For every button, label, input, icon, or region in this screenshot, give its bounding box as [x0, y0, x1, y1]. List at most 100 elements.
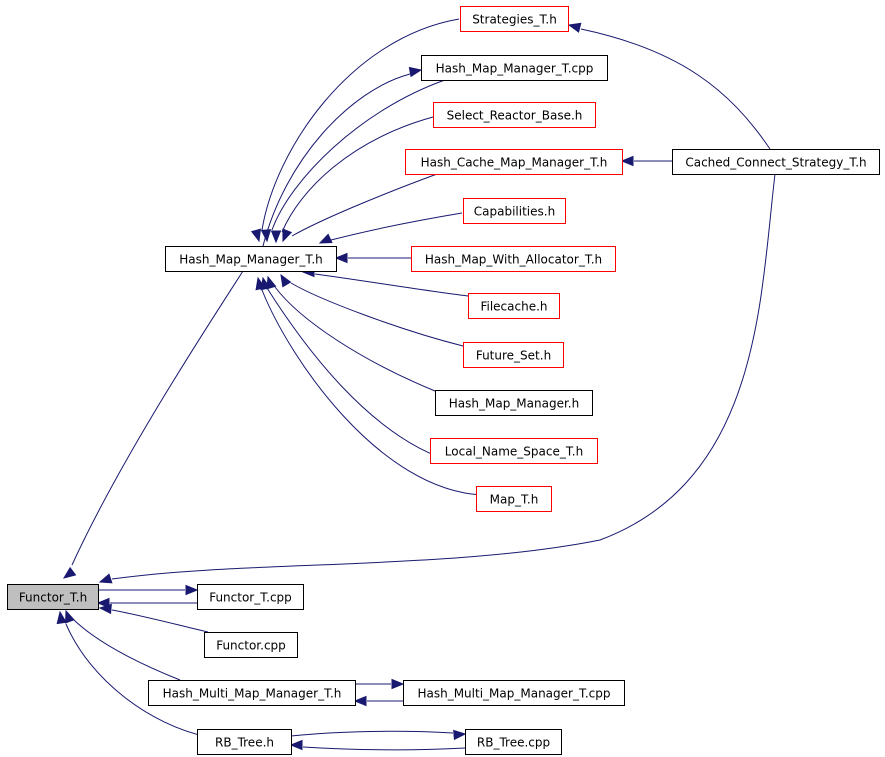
- node-local-name-space-t-h[interactable]: Local_Name_Space_T.h: [430, 438, 598, 464]
- node-hash-map-manager-t-cpp[interactable]: Hash_Map_Manager_T.cpp: [421, 55, 608, 81]
- node-box: [165, 246, 337, 272]
- node-label: Functor.cpp: [216, 639, 286, 653]
- node-map-t-h[interactable]: Map_T.h: [476, 486, 552, 512]
- arrowhead: [620, 155, 634, 167]
- edge-line: [111, 173, 776, 580]
- node-label: Hash_Cache_Map_Manager_T.h: [421, 156, 608, 170]
- node-label: Hash_Map_Manager_T.h: [179, 253, 322, 267]
- arrowhead: [98, 573, 113, 584]
- edge-local_name_space_t_h-to-hash_map_manager_t_h: [260, 276, 458, 464]
- node-box: [463, 198, 566, 224]
- node-label: Hash_Map_With_Allocator_T.h: [425, 253, 602, 267]
- node-label: Select_Reactor_Base.h: [447, 109, 583, 123]
- edge-hash_map_manager_t_cpp-to-hash_map_manager_t_h: [260, 79, 446, 243]
- node-hash-multi-map-manager-t-cpp[interactable]: Hash_Multi_Map_Manager_T.cpp: [403, 680, 625, 706]
- edge-strategies_t_h-to-hash_map_manager_t_h: [250, 18, 460, 243]
- node-filecache-h[interactable]: Filecache.h: [468, 293, 560, 319]
- node-label: Local_Name_Space_T.h: [445, 445, 583, 459]
- edge-hash_map_manager_h-to-hash_map_manager_t_h: [266, 275, 436, 392]
- node-functor-cpp[interactable]: Functor.cpp: [204, 632, 298, 658]
- edge-line: [580, 28, 771, 150]
- node-box: [465, 729, 562, 755]
- node-box: [435, 390, 593, 416]
- edge-hash_cache_map_manager_t_h-to-hash_map_manager_t_h: [282, 173, 438, 243]
- node-box: [463, 342, 564, 368]
- arrowhead: [282, 228, 293, 243]
- node-hash-map-with-allocator-t-h[interactable]: Hash_Map_With_Allocator_T.h: [411, 246, 616, 272]
- node-box: [430, 438, 598, 464]
- edge-hash_map_with_allocator_t_h-to-hash_map_manager_t_h: [334, 252, 411, 264]
- edge-rb_tree_h-to-rb_tree_cpp: [290, 729, 467, 741]
- node-label: Hash_Multi_Map_Manager_T.cpp: [417, 687, 610, 701]
- node-functor-t-cpp[interactable]: Functor_T.cpp: [197, 584, 304, 610]
- node-label: Capabilities.h: [474, 205, 555, 219]
- edge-line: [266, 287, 458, 464]
- node-label: Map_T.h: [490, 493, 539, 507]
- node-hash-multi-map-manager-t-h[interactable]: Hash_Multi_Map_Manager_T.h: [148, 680, 356, 706]
- edge-hash_multi_map_manager_t_h-to-hash_multi_map_manager_t_cpp: [355, 678, 405, 690]
- edges-layer: [56, 18, 776, 751]
- edge-line: [73, 619, 181, 681]
- node-box: [421, 55, 608, 81]
- arrowhead: [185, 584, 199, 596]
- node-hash-cache-map-manager-t-h[interactable]: Hash_Cache_Map_Manager_T.h: [405, 149, 623, 175]
- edge-line: [271, 79, 446, 231]
- arrowhead: [250, 228, 262, 243]
- edge-functor_t_h-to-functor_t_cpp: [98, 584, 199, 596]
- edge-hash_multi_map_manager_t_h-to-functor_t_h: [65, 609, 181, 681]
- arrowhead: [255, 276, 266, 291]
- node-cached-connect-strategy-t-h[interactable]: Cached_Connect_Strategy_T.h: [672, 149, 880, 175]
- node-rb-tree-h[interactable]: RB_Tree.h: [197, 729, 292, 755]
- node-box: [204, 632, 298, 658]
- edge-line: [290, 282, 464, 347]
- node-box: [411, 246, 616, 272]
- edge-line: [261, 18, 460, 231]
- node-box: [403, 680, 625, 706]
- edge-hash_multi_map_manager_t_cpp-to-hash_multi_map_manager_t_h: [353, 695, 403, 707]
- edge-line: [262, 73, 411, 247]
- node-label: Future_Set.h: [476, 349, 551, 363]
- arrowhead: [280, 273, 292, 288]
- node-select-reactor-base-h[interactable]: Select_Reactor_Base.h: [433, 102, 596, 128]
- node-box: [197, 584, 304, 610]
- node-future-set-h[interactable]: Future_Set.h: [463, 342, 564, 368]
- node-label: Hash_Multi_Map_Manager_T.h: [163, 687, 342, 701]
- arrowhead: [453, 729, 467, 741]
- edge-line: [71, 270, 244, 566]
- node-hash-map-manager-t-h[interactable]: Hash_Map_Manager_T.h: [165, 246, 337, 272]
- edge-line: [302, 746, 466, 751]
- arrowhead: [408, 66, 423, 78]
- edge-map_t_h-to-hash_map_manager_t_h: [255, 276, 483, 496]
- node-box: [433, 102, 596, 128]
- arrowhead: [353, 695, 367, 707]
- node-box: [405, 149, 623, 175]
- edge-line: [65, 623, 209, 738]
- edge-cached_connect_strategy_t_h-to-hash_cache_map_manager_t_h: [620, 155, 672, 167]
- node-box: [148, 680, 356, 706]
- arrowhead: [270, 230, 282, 244]
- edge-cached_connect_strategy_t_h-to-functor_t_h: [98, 173, 776, 584]
- node-box: [468, 293, 560, 319]
- arrowhead: [98, 603, 112, 615]
- arrowhead: [289, 739, 303, 751]
- node-rb-tree-cpp[interactable]: RB_Tree.cpp: [465, 729, 562, 755]
- edge-hash_map_manager_t_h-to-functor_t_h: [62, 270, 244, 579]
- edge-line: [111, 609, 209, 633]
- node-label: Hash_Map_Manager_T.cpp: [436, 62, 594, 76]
- node-label: Strategies_T.h: [472, 13, 557, 27]
- node-label: Cached_Connect_Strategy_T.h: [685, 156, 866, 170]
- arrowhead: [65, 609, 75, 624]
- node-strategies-t-h[interactable]: Strategies_T.h: [460, 6, 569, 32]
- edge-hash_map_manager_t_h-to-hash_map_manager_t_cpp: [262, 66, 423, 247]
- arrowhead: [62, 566, 77, 579]
- node-box: [7, 584, 99, 610]
- node-hash-map-manager-h[interactable]: Hash_Map_Manager.h: [435, 390, 593, 416]
- edge-line: [261, 289, 483, 496]
- node-box: [672, 149, 880, 175]
- arrowhead: [260, 229, 272, 243]
- node-box: [460, 6, 569, 32]
- node-capabilities-h[interactable]: Capabilities.h: [463, 198, 566, 224]
- edge-functor_t_cpp-to-functor_t_h: [96, 597, 197, 609]
- arrowhead: [96, 597, 110, 609]
